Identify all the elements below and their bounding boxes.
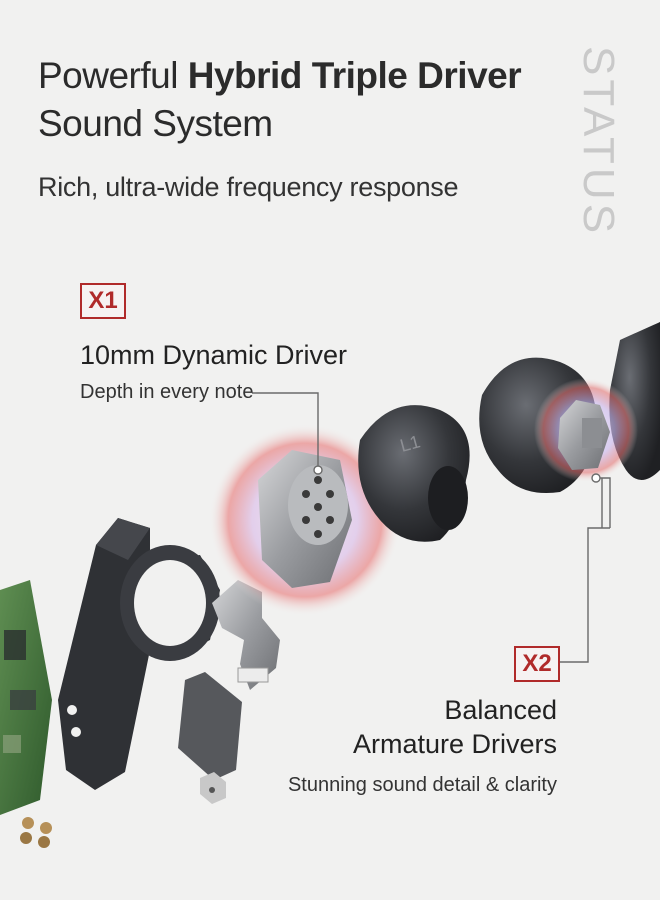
small-component [200, 772, 226, 804]
callout-x1-description: Depth in every note [80, 381, 254, 403]
magnet-block [178, 672, 242, 780]
subheadline: Rich, ultra-wide frequency response [38, 172, 459, 202]
badge-x1: X1 [80, 283, 126, 319]
earbud-housing [58, 518, 220, 790]
leader-line-x2 [560, 473, 611, 663]
headline-regular: Powerful [38, 55, 178, 96]
ear-tip-left: L1 [358, 405, 470, 542]
circuit-board [0, 580, 52, 815]
callout-x2-title-line2: Armature Drivers [352, 729, 557, 759]
headline-bold: Hybrid Triple Driver [187, 55, 522, 96]
connector-pins [20, 817, 52, 848]
callout-x1-title: 10mm Dynamic Driver [80, 340, 348, 370]
headline-line2: Sound System [38, 103, 273, 144]
leader-line-x1 [252, 392, 323, 475]
metal-bracket [212, 580, 280, 690]
armature-driver [534, 378, 638, 482]
callout-x2-title: Balanced Armature Drivers [353, 693, 557, 761]
callout-x2-title-line1: Balanced [444, 695, 557, 725]
callout-x2-description: Stunning sound detail & clarity [287, 774, 557, 796]
headline: Powerful Hybrid Triple Driver Sound Syst… [38, 52, 538, 148]
brand-wordmark: STATUS [574, 46, 623, 238]
dynamic-driver [209, 424, 401, 616]
badge-x2: X2 [514, 646, 560, 682]
